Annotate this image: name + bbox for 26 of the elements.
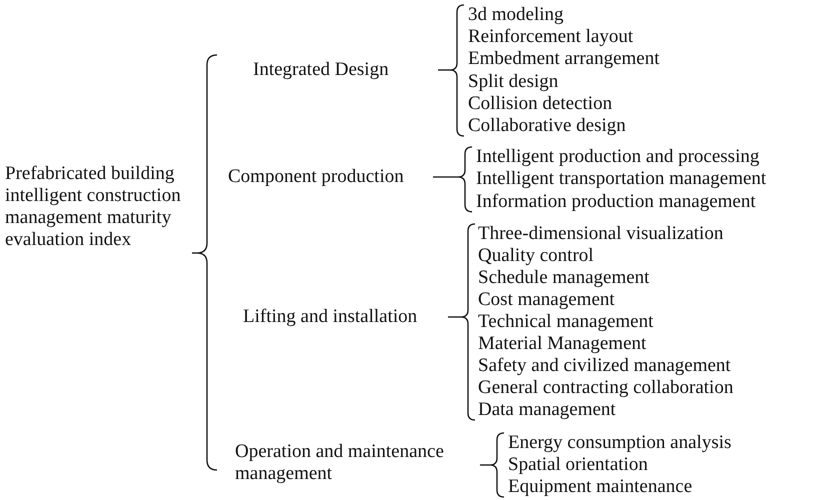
category-label: Component production bbox=[228, 166, 404, 188]
item-label: Schedule management bbox=[478, 267, 650, 289]
item-label: Intelligent transportation management bbox=[476, 168, 766, 190]
category-label: Integrated Design bbox=[253, 59, 389, 81]
item-label: Equipment maintenance bbox=[508, 476, 692, 498]
item-label: Spatial orientation bbox=[508, 454, 648, 476]
item-label: Material Management bbox=[478, 333, 646, 355]
category-label: Lifting and installation bbox=[243, 306, 418, 328]
root-label: Prefabricated building intelligent construction management maturity evaluation index bbox=[5, 163, 187, 251]
item-label: Cost management bbox=[478, 289, 615, 311]
item-label: Data management bbox=[478, 399, 616, 421]
item-label: Safety and civilized management bbox=[478, 355, 731, 377]
item-label: General contracting collaboration bbox=[478, 377, 734, 399]
item-label: Reinforcement layout bbox=[468, 26, 634, 48]
item-label: Three-dimensional visualization bbox=[478, 223, 724, 245]
item-label: Energy consumption analysis bbox=[508, 432, 732, 454]
category-label: Operation and maintenance management bbox=[235, 441, 485, 485]
item-label: Quality control bbox=[478, 245, 594, 267]
item-label: Embedment arrangement bbox=[468, 48, 660, 70]
item-label: Split design bbox=[468, 70, 558, 93]
item-label: 3d modeling bbox=[468, 4, 564, 26]
item-label: Intelligent production and processing bbox=[476, 146, 760, 168]
item-label: Collaborative design bbox=[468, 115, 626, 137]
item-label: Technical management bbox=[478, 311, 654, 333]
item-label: Collision detection bbox=[468, 92, 612, 115]
item-label: Information production management bbox=[476, 190, 756, 213]
